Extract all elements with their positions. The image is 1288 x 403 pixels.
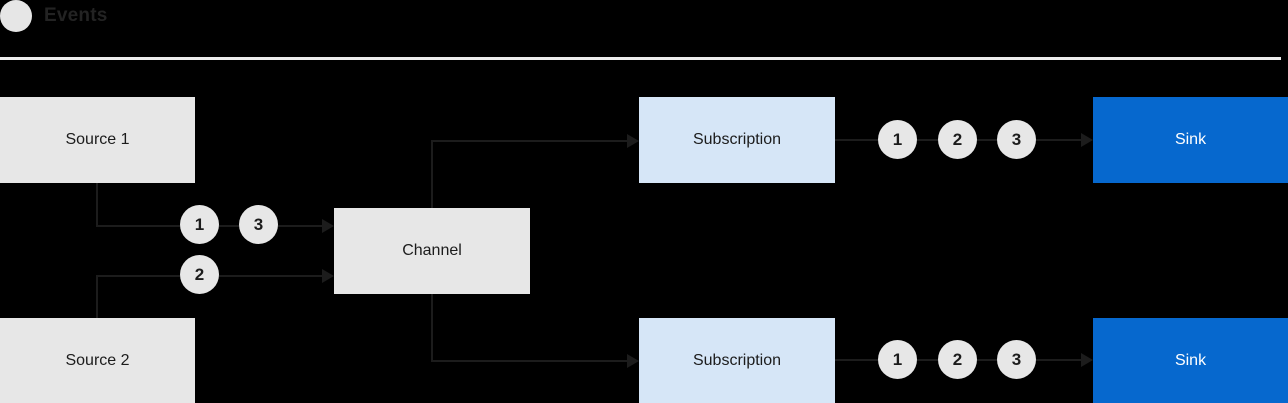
event-bubble: 3 (997, 340, 1036, 379)
event-bubble-label: 3 (1011, 349, 1022, 369)
node-sink-bottom[interactable]: Sink (1093, 318, 1288, 403)
filled-circle-icon (0, 0, 32, 32)
node-sink-top-label: Sink (1174, 131, 1207, 148)
connector-channel-down-vertical (431, 292, 433, 362)
event-bubble-label: 1 (194, 214, 205, 234)
event-bubble: 1 (180, 205, 219, 244)
event-bubble: 3 (997, 120, 1036, 159)
node-subscription-top[interactable]: Subscription (639, 97, 835, 183)
connector-source1-vertical (96, 183, 98, 227)
event-bubble: 2 (938, 340, 977, 379)
arrowhead-channel-to-subscription-top (627, 134, 639, 148)
node-source-2-label: Source 2 (65, 352, 130, 369)
connector-channel-up-horizontal (431, 140, 627, 142)
connector-channel-up-vertical (431, 140, 433, 210)
event-bubble-label: 2 (952, 129, 963, 149)
arrowhead-subscription-top-to-sink (1081, 133, 1093, 147)
arrowhead-subscription-bottom-to-sink (1081, 353, 1093, 367)
node-source-2[interactable]: Source 2 (0, 318, 195, 403)
node-subscription-bottom-label: Subscription (692, 352, 782, 369)
connector-channel-down-horizontal (431, 360, 627, 362)
event-bubble: 3 (239, 205, 278, 244)
event-bubble-label: 2 (952, 349, 963, 369)
event-bubble-label: 3 (253, 214, 264, 234)
node-subscription-bottom[interactable]: Subscription (639, 318, 835, 403)
node-source-1-label: Source 1 (65, 131, 130, 148)
event-bubble: 1 (878, 340, 917, 379)
event-bubble-label: 3 (1011, 129, 1022, 149)
node-subscription-top-label: Subscription (692, 131, 782, 148)
arrowhead-source1-to-channel (322, 219, 334, 233)
event-bubble: 1 (878, 120, 917, 159)
event-bubble: 2 (180, 255, 219, 294)
event-bubble-label: 1 (892, 349, 903, 369)
arrowhead-source2-to-channel (322, 269, 334, 283)
connector-source2-vertical (96, 275, 98, 320)
node-source-1[interactable]: Source 1 (0, 97, 195, 183)
arrowhead-channel-to-subscription-bottom (627, 354, 639, 368)
node-sink-top[interactable]: Sink (1093, 97, 1288, 183)
event-bubble-label: 2 (194, 264, 205, 284)
node-channel[interactable]: Channel (334, 208, 530, 294)
page-title: Events (44, 5, 108, 26)
event-bubble-label: 1 (892, 129, 903, 149)
node-sink-bottom-label: Sink (1174, 352, 1207, 369)
header-divider (0, 57, 1281, 60)
event-bubble: 2 (938, 120, 977, 159)
node-channel-label: Channel (402, 242, 462, 259)
